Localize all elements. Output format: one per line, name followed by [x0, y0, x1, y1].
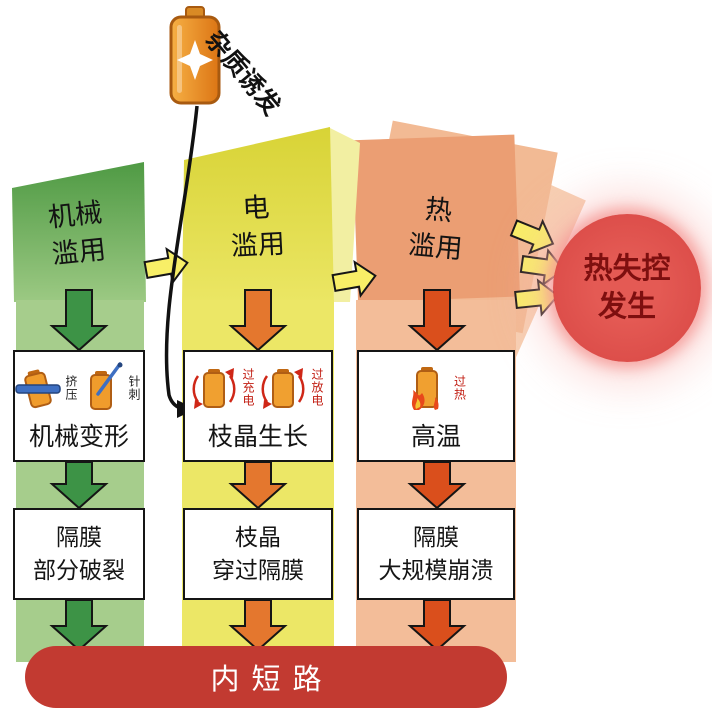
overheat-label: 过热 — [452, 374, 467, 401]
squeeze-label: 挤压 — [64, 374, 78, 401]
battery-overcharge-icon — [192, 367, 236, 409]
box-line: 隔膜 — [413, 524, 459, 550]
right-arrow-to-runaway-3 — [514, 278, 560, 317]
electrical-fan — [182, 127, 334, 302]
internal-short-circuit-bar: 内短路 — [25, 646, 507, 708]
dendrite-growth-label: 枝晶生长 — [207, 422, 308, 451]
dendrite-growth-box: 过充电 过放电 枝晶生长 — [183, 350, 333, 462]
overcharge-label: 过充电 — [241, 368, 255, 407]
battery-overheat-icon — [411, 366, 439, 410]
down-arrow-red-1 — [407, 289, 467, 352]
electrical-abuse-header: 电 滥用 — [200, 187, 314, 267]
down-arrow-red-3 — [407, 599, 467, 652]
down-arrow-orange-2 — [228, 461, 288, 510]
impurity-battery-icon — [169, 6, 221, 105]
down-arrow-green-3 — [49, 599, 109, 652]
dendrite-through-separator-box: 枝晶 穿过隔膜 — [183, 508, 333, 600]
thermal-runaway-circle: 热失控 发生 — [553, 214, 701, 362]
internal-short-circuit-label: 内短路 — [210, 664, 334, 696]
box-line: 穿过隔膜 — [212, 557, 304, 583]
electrical-fan-stripe-light — [328, 127, 360, 302]
runaway-line: 热失控 — [583, 253, 671, 285]
separator-collapse-box: 隔膜 大规模崩溃 — [357, 508, 515, 600]
thermal-icons: 过热 — [404, 360, 469, 416]
battery-squeeze-icon — [15, 369, 61, 408]
mechanical-fan — [12, 162, 146, 302]
mechanical-abuse-header: 机械 滥用 — [18, 191, 135, 276]
header-line: 滥用 — [230, 228, 286, 262]
overdischarge-label: 过放电 — [310, 368, 324, 407]
thermal-abuse-header: 热 滥用 — [379, 187, 495, 270]
down-arrow-green-1 — [49, 289, 109, 352]
down-arrow-orange-1 — [228, 289, 288, 352]
high-temperature-box: 过热 高温 — [357, 350, 515, 462]
box-line: 隔膜 — [56, 524, 102, 550]
impurity-curve — [164, 105, 199, 410]
battery-overdischarge-icon — [261, 367, 305, 409]
battery-needle-icon — [90, 361, 123, 410]
electrical-icons: 过充电 过放电 — [190, 360, 326, 416]
down-arrow-green-2 — [49, 461, 109, 510]
down-arrow-red-2 — [407, 461, 467, 510]
mechanical-icons: 挤压 针刺 — [15, 360, 143, 416]
mechanical-deformation-label: 机械变形 — [28, 422, 129, 451]
right-arrow-elec-to-thermal — [331, 259, 377, 299]
separator-partial-rupture-box: 隔膜 部分破裂 — [13, 508, 145, 600]
down-arrow-orange-3 — [228, 599, 288, 652]
runaway-line: 发生 — [597, 291, 656, 323]
box-line: 大规模崩溃 — [378, 557, 494, 583]
right-arrow-to-runaway-1 — [509, 218, 555, 255]
mechanical-deformation-box: 挤压 针刺 机械变形 — [13, 350, 145, 462]
needle-label: 针刺 — [127, 374, 141, 401]
box-line: 部分破裂 — [33, 557, 125, 583]
high-temperature-label: 高温 — [410, 422, 461, 451]
thermal-fan-stripe-dark — [352, 134, 520, 303]
header-line: 电 — [241, 192, 271, 224]
box-line: 枝晶 — [235, 524, 281, 550]
